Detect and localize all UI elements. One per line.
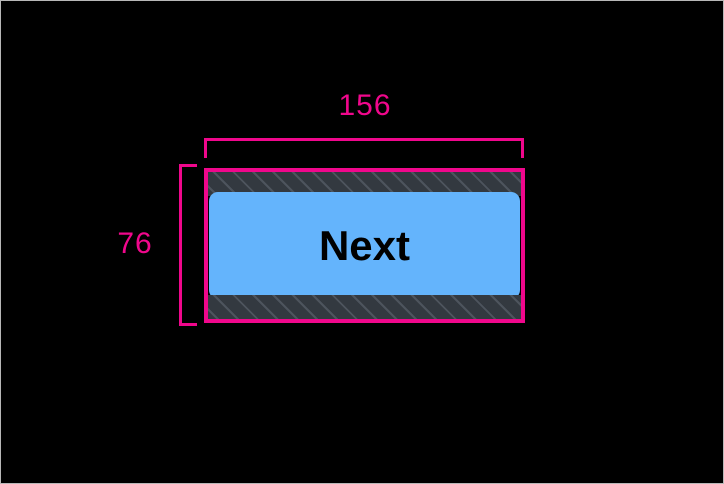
element-bounding-box: Next (204, 168, 525, 323)
width-dimension-label: 156 (338, 89, 392, 122)
height-dimension-bracket (179, 164, 197, 326)
next-button[interactable]: Next (209, 192, 520, 299)
height-dimension-label: 76 (117, 227, 153, 260)
width-dimension-bracket (204, 138, 524, 158)
bottom-inset-hatch-region (208, 295, 521, 319)
